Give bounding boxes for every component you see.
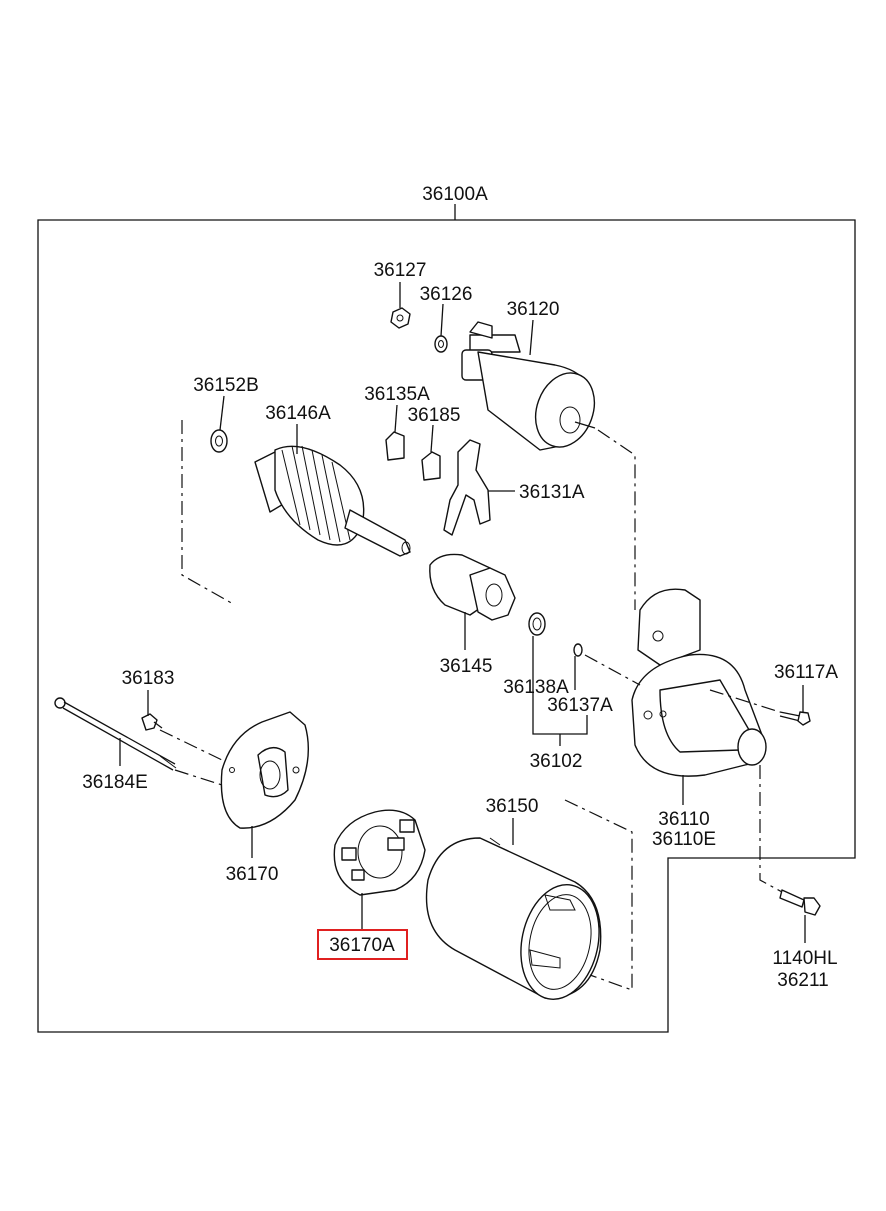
- plate-part: [385, 431, 405, 461]
- pinion-part: [429, 553, 516, 621]
- front-bolt-part: [779, 711, 811, 726]
- label-front-bracket: 36110: [658, 809, 709, 830]
- label-lever: 36131A: [519, 482, 585, 503]
- label-through-bolt: 36184E: [82, 772, 148, 793]
- ring-b-part: [573, 643, 583, 657]
- rear-bracket-part: [220, 711, 310, 829]
- screw-part: [141, 713, 163, 731]
- label-mount-bolt: 1140HL: [772, 948, 837, 969]
- assembly-outline: [37, 219, 856, 1033]
- label-front-bolt: 36117A: [774, 662, 838, 683]
- label-assembly: 36100A: [422, 184, 488, 205]
- solenoid-part: [461, 321, 596, 451]
- label-washer-small: 36126: [420, 284, 473, 305]
- yoke-part: [425, 837, 602, 1000]
- washer-small-part: [434, 335, 448, 353]
- label-plate: 36135A: [364, 384, 430, 405]
- label-pinion: 36145: [440, 656, 493, 677]
- label-ring-kit: 36102: [530, 751, 583, 772]
- ring-a-part: [528, 612, 546, 636]
- label-armature: 36146A: [265, 403, 331, 424]
- nut-part: [390, 307, 411, 329]
- mount-bolt-part: [779, 889, 821, 916]
- armature-boundary-dashes: [181, 420, 236, 606]
- label-ring-b: 36137A: [547, 695, 613, 716]
- armature-part: [254, 445, 411, 557]
- label-brush-holder: 36170A: [329, 935, 395, 956]
- lever-part: [443, 439, 491, 536]
- label-packing: 36185: [408, 405, 461, 426]
- highlight-box: [317, 929, 408, 960]
- packing-part: [421, 451, 441, 481]
- label-mount-bolt-alt: 36211: [777, 970, 828, 991]
- label-front-bracket-alt: 36110E: [652, 829, 716, 850]
- brush-holder-part: [333, 809, 426, 896]
- label-armature-washer: 36152B: [193, 375, 259, 396]
- armature-washer-part: [210, 429, 228, 453]
- front-bracket-part: [631, 588, 767, 777]
- label-ring-a: 36138A: [503, 677, 569, 698]
- label-rear-bracket: 36170: [226, 864, 279, 885]
- label-nut: 36127: [374, 260, 427, 281]
- label-solenoid: 36120: [507, 299, 560, 320]
- label-yoke: 36150: [486, 796, 539, 817]
- through-bolt-part: [54, 697, 177, 771]
- label-screw: 36183: [122, 668, 175, 689]
